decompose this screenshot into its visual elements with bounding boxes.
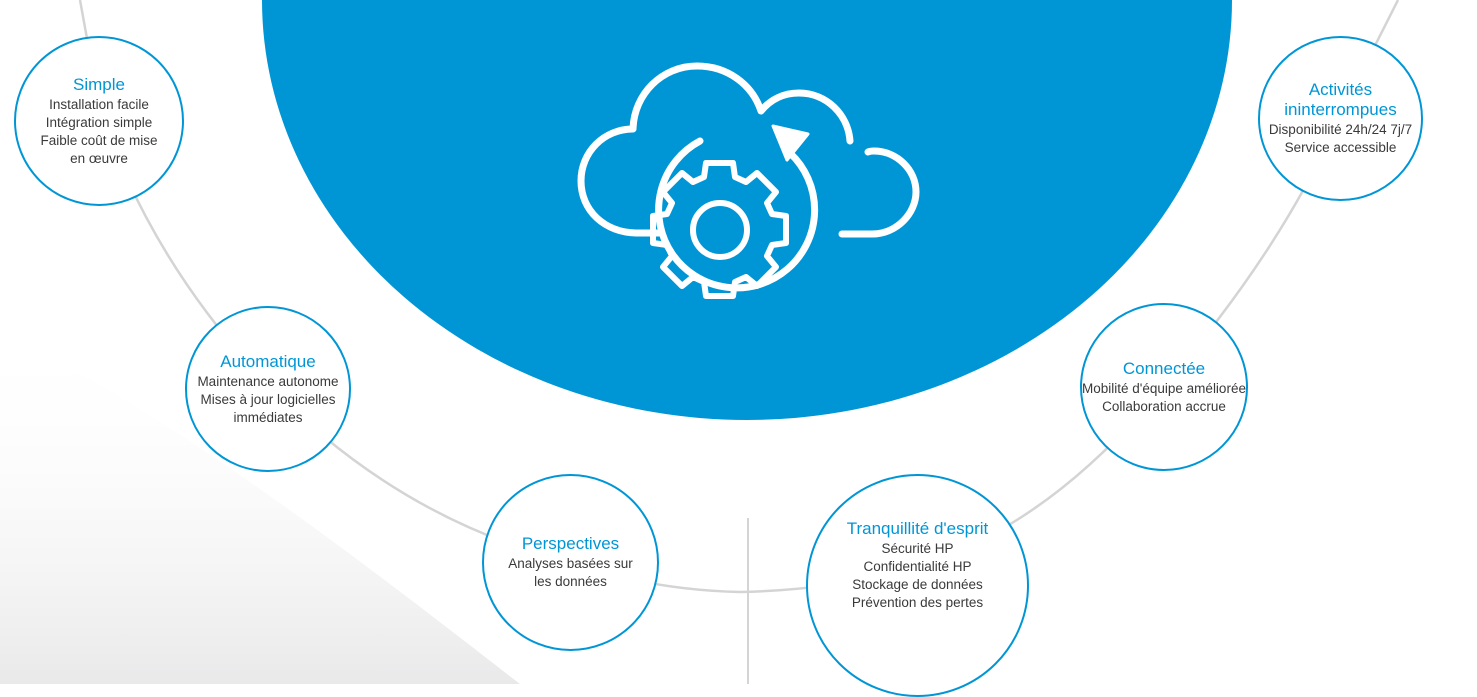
node-title: Simple [73,74,125,94]
node-line: Analyses basées sur [508,556,633,571]
cloud-gear-refresh-icon [577,62,920,299]
node-description: Analyses basées sur les données [508,555,633,591]
node-line: Maintenance autonome [197,373,339,389]
benefit-node-connectee: Connectée Mobilité d'équipe améliorée Co… [1080,303,1248,471]
benefit-node-perspectives: Perspectives Analyses basées sur les don… [482,474,659,651]
node-line: Stockage de données [852,577,983,592]
benefit-node-tranquillite: Tranquillité d'esprit Sécurité HP Confid… [806,474,1029,697]
node-title: Connectée [1122,358,1206,378]
node-title: Perspectives [521,534,620,553]
node-line: Faible coût de mise [40,132,158,148]
node-line: en œuvre [70,150,128,166]
benefit-node-simple: Simple Installation facile Intégration s… [14,36,184,206]
node-line: les données [534,574,607,589]
benefit-node-automatique: Automatique Maintenance autonome Mises à… [185,306,351,472]
node-line: Disponibilité 24h/24 7j/7 [1268,122,1413,137]
node-line: Confidentialité HP [863,559,972,574]
node-line: Prévention des pertes [851,595,984,610]
hub-semicircle [262,0,1232,420]
node-line: Intégration simple [45,114,153,130]
node-line: Sécurité HP [881,541,954,556]
node-line: Mobilité d'équipe améliorée [1082,380,1246,396]
node-description: Mobilité d'équipe améliorée Collaboratio… [1082,380,1246,416]
node-line: immédiates [233,409,303,425]
node-description: Disponibilité 24h/24 7j/7 Service access… [1269,121,1412,157]
node-line: Collaboration accrue [1102,398,1226,414]
node-description: Sécurité HP Confidentialité HP Stockage … [852,540,983,612]
background-shading [0,330,520,684]
node-line: Installation facile [49,96,149,112]
benefit-node-activites: Activités ininterrompues Disponibilité 2… [1258,36,1423,201]
node-title: Automatique [220,351,316,371]
node-title: Activités ininterrompues [1284,80,1397,119]
node-description: Maintenance autonome Mises à jour logici… [197,373,338,427]
node-line: Service accessible [1284,140,1397,155]
node-description: Installation facile Intégration simple F… [40,96,157,168]
node-line: Mises à jour logicielles [200,391,336,407]
node-title: Tranquillité d'esprit [846,519,989,538]
